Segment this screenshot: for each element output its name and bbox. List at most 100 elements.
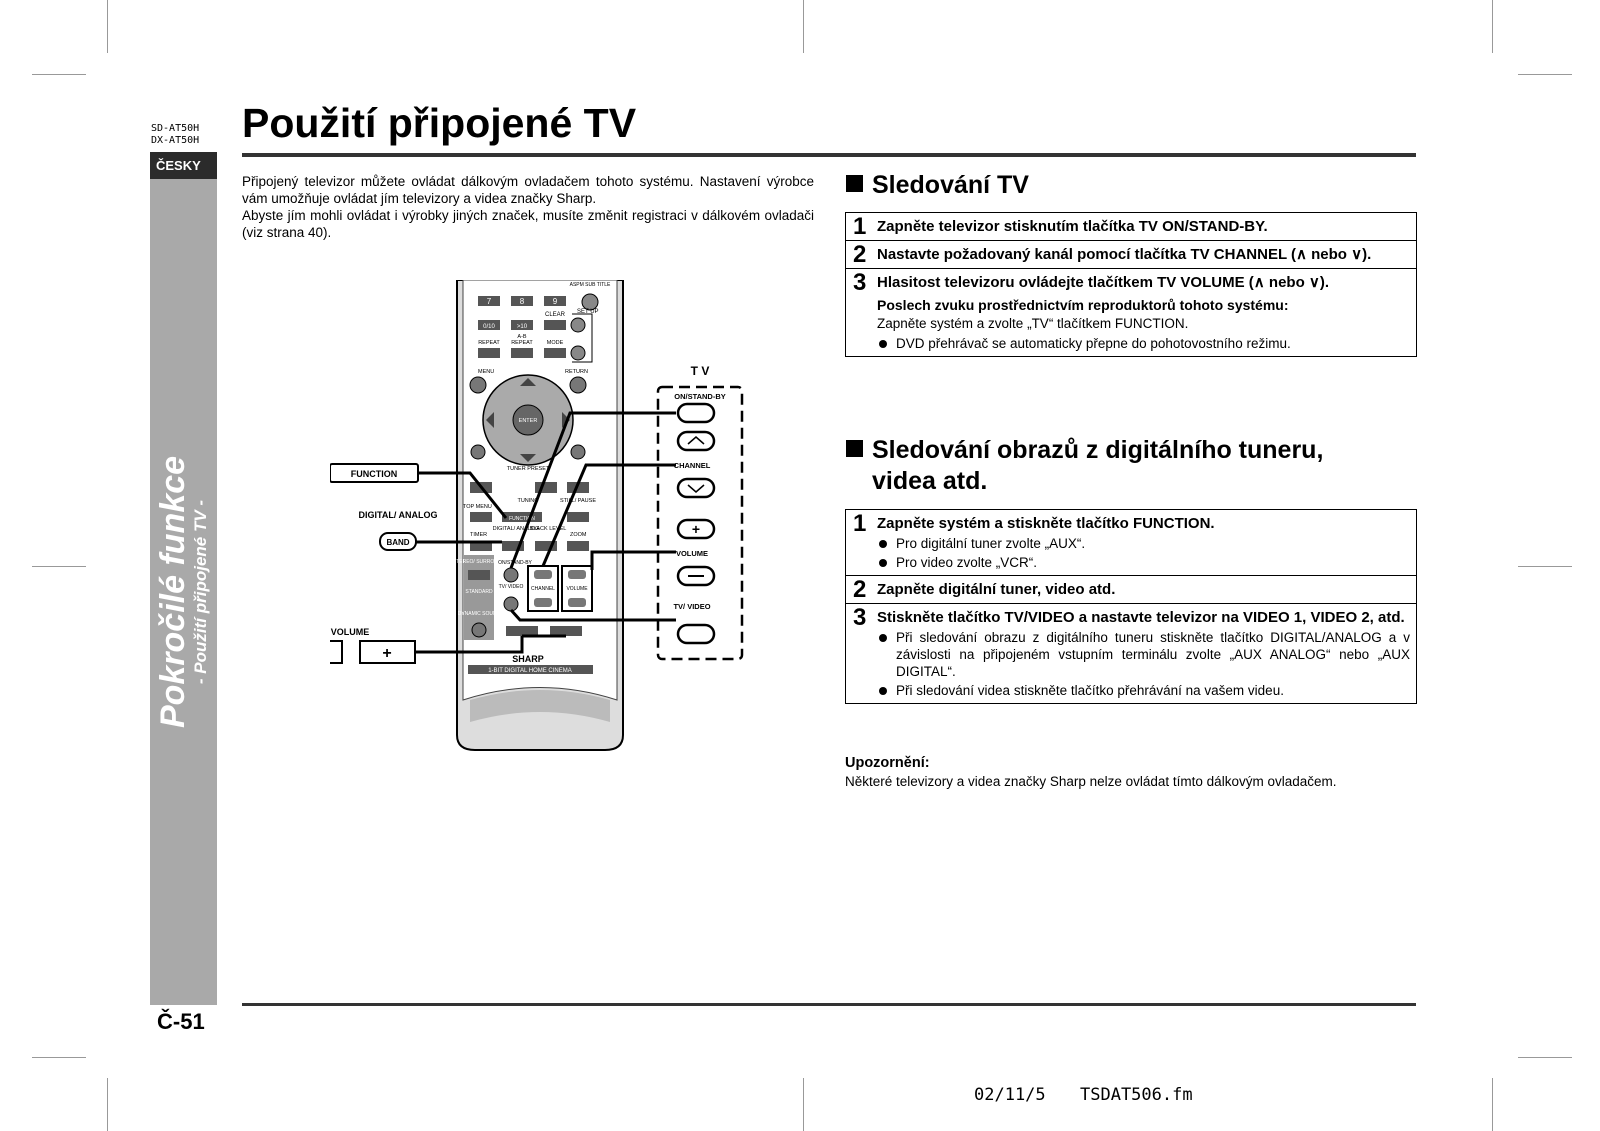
svg-text:MODE: MODE xyxy=(547,340,564,346)
sidebar-band xyxy=(150,179,217,1005)
clear-label: CLEAR xyxy=(545,312,566,318)
top-rule xyxy=(242,153,1416,157)
tv-standby-key xyxy=(676,402,716,424)
bullet-icon xyxy=(879,540,887,548)
svg-text:VOLUME: VOLUME xyxy=(566,586,588,592)
svg-text:DYNAMIC SOUND: DYNAMIC SOUND xyxy=(458,611,501,617)
crop-mark xyxy=(1518,566,1572,567)
square-bullet-icon xyxy=(846,440,863,457)
amp-key xyxy=(570,345,586,361)
list-item: Při sledování videa stiskněte tlačítko p… xyxy=(877,682,1410,699)
crop-mark xyxy=(1492,0,1493,53)
key-over-10: >10 xyxy=(517,324,528,330)
aspm-label: ASPM SUB TITLE xyxy=(570,282,611,288)
svg-text:A-B: A-B xyxy=(517,334,527,340)
svg-text:ON/STAND-BY: ON/STAND-BY xyxy=(674,392,726,401)
footer-filename: TSDAT506.fm xyxy=(1080,1085,1193,1105)
svg-text:ENTER: ENTER xyxy=(519,418,538,424)
crop-mark xyxy=(803,1078,804,1131)
svg-text:DIGITAL/ ANALOG: DIGITAL/ ANALOG xyxy=(493,526,540,532)
crop-mark xyxy=(32,566,86,567)
steps-box: 1 Zapněte televizor stisknutím tlačítka … xyxy=(845,212,1417,357)
step: 1 Zapněte systém a stiskněte tlačítko FU… xyxy=(846,510,1416,576)
tv-panel-title: T V xyxy=(691,364,710,378)
sidebar-sub-text: - Použití připojené TV - xyxy=(191,499,210,685)
svg-text:TUNING: TUNING xyxy=(517,498,538,504)
bullet-icon xyxy=(879,340,887,348)
svg-text:TOP MENU: TOP MENU xyxy=(463,504,492,510)
model-number: DX-AT50H xyxy=(151,135,200,146)
step: 3 Stiskněte tlačítko TV/VIDEO a nastavte… xyxy=(853,604,1410,699)
tv-volume-up-key xyxy=(676,518,716,540)
clear-key xyxy=(544,320,566,330)
square-bullet-icon xyxy=(846,175,863,192)
svg-text:ZOOM: ZOOM xyxy=(570,532,587,538)
svg-text:BAND: BAND xyxy=(386,538,409,547)
steps-box: 1 Zapněte systém a stiskněte tlačítko FU… xyxy=(845,509,1417,704)
step: 2 Nastavte požadovaný kanál pomocí tlačí… xyxy=(846,241,1416,269)
page-number: Č-51 xyxy=(157,1009,205,1034)
crop-mark xyxy=(107,0,108,53)
language-tab: ČESKY xyxy=(150,152,217,179)
note-text: Některé televizory a videa značky Sharp … xyxy=(845,774,1337,789)
bottom-rule xyxy=(242,1003,1416,1006)
remote-tagline: 1-BIT DIGITAL HOME CINEMA xyxy=(488,668,572,674)
key-8: 8 xyxy=(520,297,525,306)
svg-text:+: + xyxy=(692,521,700,537)
return-key xyxy=(569,376,587,394)
intro-paragraph: Abyste jím mohli ovládat i výrobky jinýc… xyxy=(242,208,814,240)
tv-video-key xyxy=(676,623,716,645)
number-keys: 7 8 9 0/10 >10 CLEAR xyxy=(478,296,566,330)
svg-text:STILL/ PAUSE: STILL/ PAUSE xyxy=(560,498,596,504)
tv-channel-down-key xyxy=(676,477,716,499)
step: 2 Zapněte digitální tuner, video atd. xyxy=(846,576,1416,604)
svg-text:ON/STAND-BY: ON/STAND-BY xyxy=(498,560,532,566)
setup-label: SET UP xyxy=(577,309,599,315)
bullet-icon xyxy=(879,687,887,695)
bullet-icon xyxy=(879,634,887,642)
crop-mark xyxy=(1518,74,1572,75)
bullet-icon xyxy=(879,559,887,567)
volume-minus-callout xyxy=(330,640,343,664)
model-number: SD-AT50H xyxy=(151,123,200,134)
list-item: Pro digitální tuner zvolte „AUX“. xyxy=(877,535,1410,552)
tv-panel xyxy=(656,385,744,661)
svg-text:CHANNEL: CHANNEL xyxy=(531,586,555,592)
svg-text:TUNER PRESET: TUNER PRESET xyxy=(507,466,550,472)
digital-analog-callout: DIGITAL/ ANALOG xyxy=(359,510,438,520)
svg-text:BLACK LEVEL: BLACK LEVEL xyxy=(530,526,567,532)
crop-mark xyxy=(107,1078,108,1131)
svg-text:CHANNEL: CHANNEL xyxy=(674,461,711,470)
remote-band xyxy=(470,690,610,722)
svg-text:RETURN: RETURN xyxy=(565,369,588,375)
svg-text:FUNCTION: FUNCTION xyxy=(351,469,398,479)
section-heading: Sledování obrazů z digitálního tuneru, v… xyxy=(846,435,1323,497)
volume-callout-label: VOLUME xyxy=(331,627,370,637)
section-heading: Sledování TV xyxy=(846,170,1029,201)
crop-mark xyxy=(32,1057,86,1058)
menu-key xyxy=(469,376,487,394)
footer-date: 02/11/5 xyxy=(974,1085,1046,1105)
svg-text:FUNCTION: FUNCTION xyxy=(509,516,535,522)
step: 1 Zapněte televizor stisknutím tlačítka … xyxy=(846,213,1416,241)
crop-mark xyxy=(803,0,804,53)
svg-text:TV/ VIDEO: TV/ VIDEO xyxy=(499,584,524,590)
tv-channel-up-key xyxy=(676,430,716,452)
key-9: 9 xyxy=(553,297,558,306)
svg-text:MENU: MENU xyxy=(478,369,494,375)
intro-text: Připojený televizor můžete ovládat dálko… xyxy=(242,173,814,241)
svg-text:REPEAT: REPEAT xyxy=(511,340,533,346)
crop-mark xyxy=(32,74,86,75)
sidebar-main-text: Pokročilé funkce xyxy=(154,455,192,729)
intro-paragraph: Připojený televizor můžete ovládat dálko… xyxy=(242,174,814,206)
list-item: Při sledování obrazu z digitálního tuner… xyxy=(877,629,1410,680)
enter-key xyxy=(512,404,544,436)
note-heading: Upozornění: xyxy=(845,755,930,771)
crop-mark xyxy=(1492,1078,1493,1131)
svg-text:TIMER: TIMER xyxy=(470,532,487,538)
svg-text:STEREO/ SURROUND: STEREO/ SURROUND xyxy=(453,559,506,565)
key-0-10: 0/10 xyxy=(483,324,495,330)
list-item: Pro video zvolte „VCR“. xyxy=(877,554,1410,571)
svg-text:VOLUME: VOLUME xyxy=(676,549,708,558)
svg-text:TV/ VIDEO: TV/ VIDEO xyxy=(673,602,710,611)
